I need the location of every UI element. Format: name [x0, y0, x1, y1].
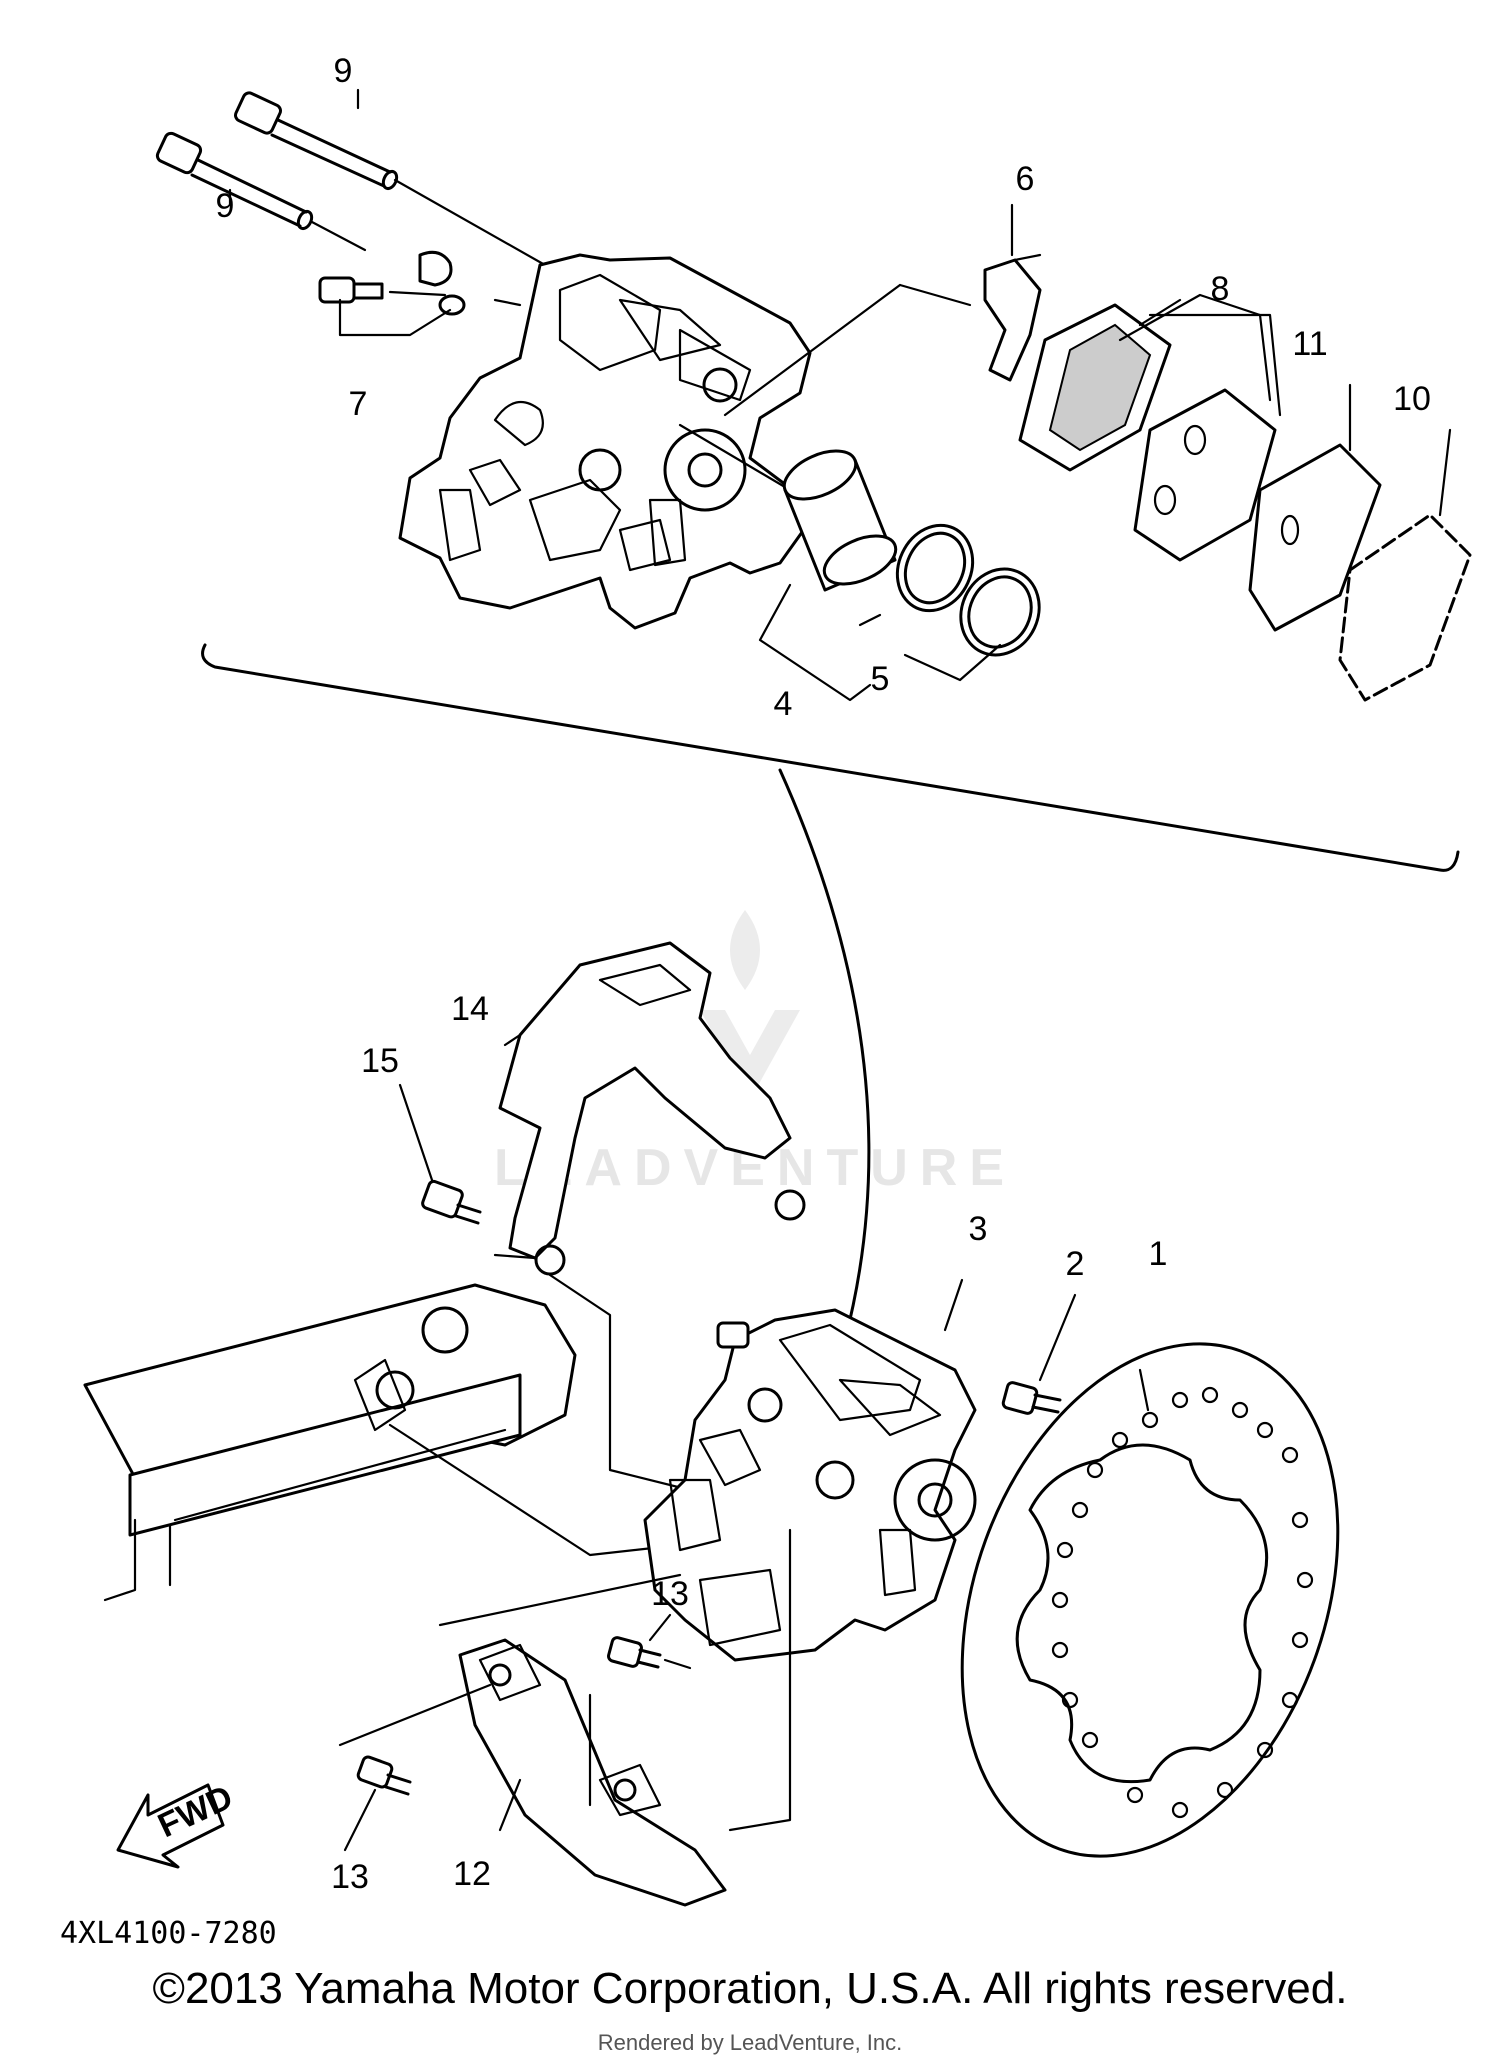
- callout-7: 7: [349, 385, 368, 423]
- bracket-bolt: [421, 1179, 482, 1225]
- caliper-body-upper: [398, 253, 812, 630]
- callout-3: 3: [969, 1210, 988, 1248]
- callout-11: 11: [1292, 325, 1327, 363]
- callout-12: 12: [453, 1855, 491, 1893]
- callout-13-lower: 13: [331, 1858, 369, 1896]
- swingarm: [83, 1283, 577, 1602]
- assembly-arrow: [778, 768, 871, 1342]
- callout-5: 5: [871, 660, 890, 698]
- rendered-by-notice: Rendered by LeadVenture, Inc.: [597, 2030, 903, 2055]
- copyright-notice: ©2013 Yamaha Motor Corporation, U.S.A. A…: [152, 1964, 1348, 2013]
- callout-2: 2: [1066, 1245, 1085, 1283]
- caliper-bracket: [498, 941, 806, 1276]
- callout-14: 14: [451, 990, 489, 1028]
- callout-9-lower: 9: [216, 187, 235, 225]
- callout-13-upper: 13: [651, 1575, 689, 1613]
- piston-seal-kit: [895, 523, 1041, 657]
- pad-shim-10: [1338, 513, 1472, 702]
- caliper-pin-upper: [234, 91, 399, 191]
- callout-9-upper: 9: [334, 52, 353, 90]
- guard-bolt-lower: [356, 1755, 412, 1796]
- grouping-bracket: [201, 643, 1460, 872]
- pad-shim-11: [1248, 443, 1382, 632]
- brake-pad-inner: [1018, 303, 1172, 472]
- callout-15: 15: [361, 1042, 399, 1080]
- caliper-assembly: [643, 1308, 977, 1662]
- disc-holes: [1051, 1386, 1314, 1819]
- brake-pad-outer: [1133, 388, 1277, 562]
- bleed-screw: [318, 250, 466, 316]
- caliper-pin-lower: [155, 131, 314, 231]
- brake-disc: [960, 1342, 1340, 1858]
- diagram-part-number: 4XL4100-7280: [60, 1916, 277, 1951]
- callout-8: 8: [1211, 270, 1230, 308]
- disc-bolt: [1001, 1381, 1062, 1415]
- pad-spring: [983, 253, 1042, 382]
- callout-10: 10: [1393, 380, 1431, 418]
- caliper-guard: [458, 1638, 727, 1907]
- guard-bolt-upper: [607, 1636, 662, 1669]
- callout-6: 6: [1016, 160, 1035, 198]
- callout-1: 1: [1149, 1235, 1168, 1273]
- callout-4: 4: [774, 685, 793, 723]
- fwd-arrow-icon: FWD: [116, 1778, 239, 1869]
- brake-piston: [782, 449, 898, 592]
